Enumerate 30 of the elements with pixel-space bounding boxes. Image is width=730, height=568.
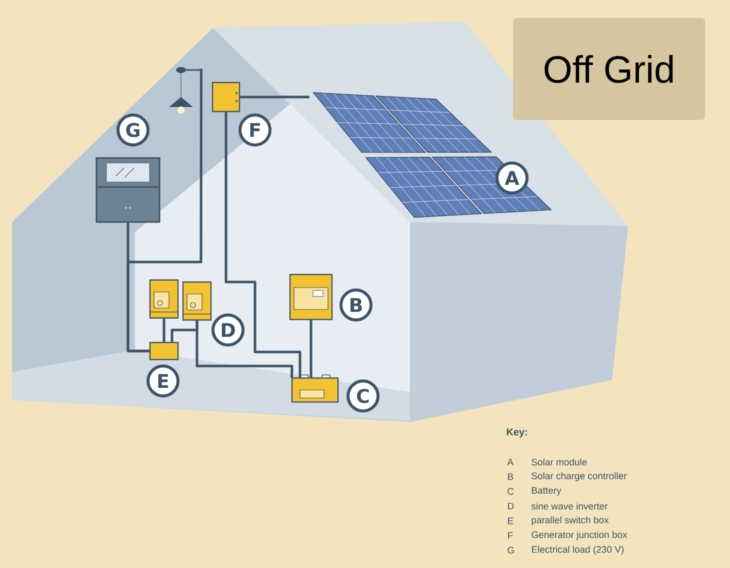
cable — [162, 318, 166, 342]
key-text: Battery — [532, 487, 562, 496]
key-letter: F — [508, 532, 513, 539]
inverter-drawing — [149, 279, 179, 319]
key-heading: Key: — [506, 428, 527, 438]
cable — [170, 320, 198, 342]
charge-controller-drawing — [289, 274, 333, 320]
cable — [126, 68, 202, 352]
key-text: parallel switch box — [532, 516, 609, 526]
key-letter: B — [508, 473, 514, 480]
key-text: Generator junction box — [532, 531, 628, 540]
title-box: Off Grid — [513, 18, 705, 120]
key-text: Solar charge controller — [532, 472, 627, 482]
key-letter: C — [508, 488, 514, 495]
key-letter: G — [508, 546, 514, 554]
key-text: Electrical load (230 V) — [532, 546, 624, 555]
battery-drawing — [291, 374, 339, 403]
switch-box — [149, 342, 179, 360]
key-text: sine wave inverter — [531, 502, 608, 510]
cable — [240, 96, 310, 98]
cable — [224, 112, 302, 378]
ceiling-lamp-drawing — [169, 67, 201, 114]
junction-box — [212, 82, 240, 112]
key-letter: A — [507, 458, 514, 466]
cable — [310, 320, 312, 378]
appliance-drawing — [96, 157, 160, 223]
inverter-drawing — [182, 281, 212, 321]
key-letter: E — [508, 518, 514, 524]
key-letter: D — [508, 502, 514, 510]
key-text: Solar module — [532, 458, 587, 466]
